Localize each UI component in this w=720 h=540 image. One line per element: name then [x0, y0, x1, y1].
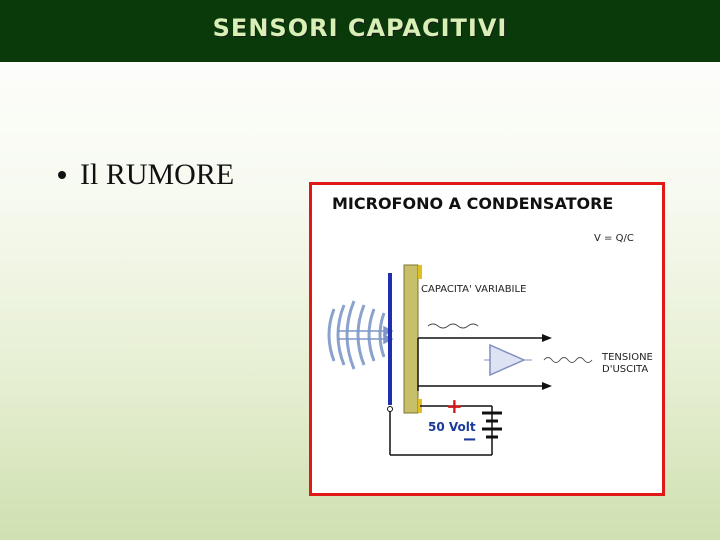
- formula-label: V = Q/C: [594, 233, 634, 244]
- output-wave-icon: [543, 357, 593, 363]
- terminal-dot: [387, 406, 393, 412]
- output-label-line2: D'USCITA: [602, 364, 648, 375]
- capacitor-plate: [403, 264, 419, 414]
- bullet-item: Il RUMORE: [58, 158, 234, 192]
- diagram-canvas: V = Q/C CAPACITA' VARIABILE TENSIONE D'U…: [327, 233, 653, 456]
- battery-voltage-label: 50 Volt: [428, 420, 476, 434]
- title-bar: SENSORI CAPACITIVI: [0, 0, 720, 62]
- diagram-title: MICROFONO A CONDENSATORE: [332, 194, 614, 213]
- slide-title: SENSORI CAPACITIVI: [212, 14, 508, 42]
- plate-terminal-top: [418, 265, 422, 279]
- amplifier-icon: [489, 343, 526, 377]
- plus-sign: +: [446, 394, 463, 418]
- capacitance-label: CAPACITA' VARIABILE: [421, 284, 526, 295]
- battery-icon: [482, 411, 502, 439]
- bullet-text: Il RUMORE: [80, 158, 235, 191]
- microphone-diagram: MICROFONO A CONDENSATORE V = Q/C CAPACIT…: [309, 182, 665, 496]
- output-arrow-bottom: [542, 382, 552, 390]
- minus-sign: −: [462, 429, 477, 450]
- bullet-dot-icon: [58, 171, 66, 180]
- output-label-line1: TENSIONE: [601, 352, 653, 363]
- sound-wave-icon: [327, 300, 386, 370]
- diaphragm: [388, 273, 392, 405]
- signal-wave-icon: [427, 323, 479, 329]
- wave-arrow-icon: [337, 325, 394, 345]
- output-arrow-top: [542, 334, 552, 342]
